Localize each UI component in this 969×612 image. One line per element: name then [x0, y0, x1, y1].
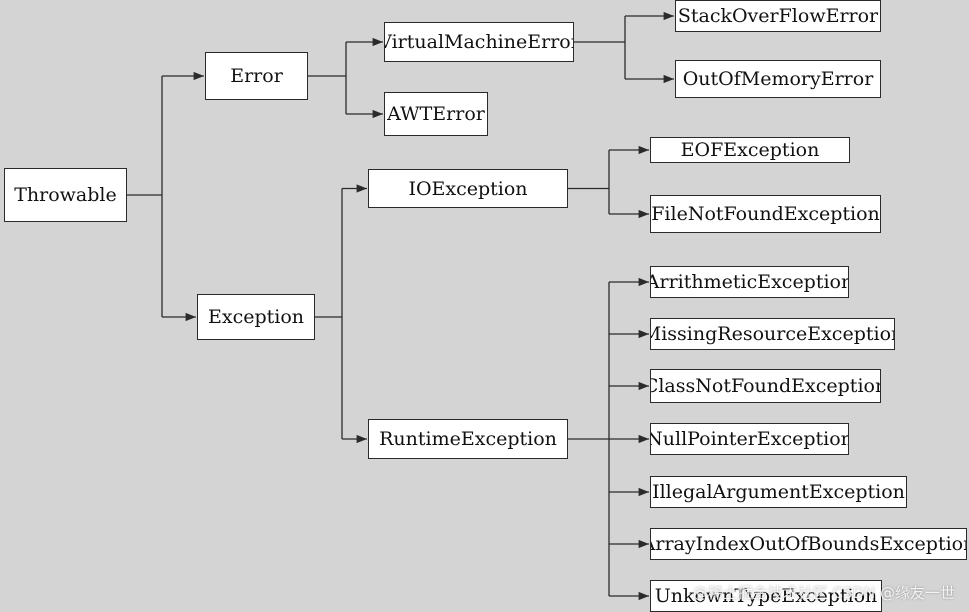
node-missing-resource-exception: MissingResourceException [650, 318, 895, 350]
node-label: RuntimeException [379, 428, 557, 450]
node-file-not-found-exception: FileNotFoundException [650, 195, 881, 233]
node-label: FileNotFoundException [651, 203, 880, 225]
node-label: MissingResourceException [650, 323, 895, 345]
node-virtual-machine-error: VirtualMachineError [384, 22, 574, 62]
node-null-pointer-exception: NullPointerException [650, 423, 849, 455]
node-label: Error [230, 65, 283, 87]
node-label: ArrayIndexOutOfBoundsException [650, 533, 967, 555]
node-label: OutOfMemoryError [682, 68, 874, 90]
node-label: AWTError [387, 103, 485, 125]
node-awt-error: AWTError [384, 92, 488, 136]
node-label: VirtualMachineError [384, 31, 574, 53]
node-illegal-argument-exception: IllegalArgumentException [650, 476, 907, 508]
node-stack-overflow-error: StackOverFlowError [675, 0, 881, 32]
node-eof-exception: EOFException [650, 137, 850, 163]
node-label: Throwable [14, 184, 117, 206]
node-label: IllegalArgumentException [652, 481, 905, 503]
node-throwable: Throwable [4, 168, 127, 222]
node-arithmetic-exception: ArrithmeticException [650, 266, 849, 298]
node-label: UnkownTypeException [654, 585, 878, 607]
node-label: StackOverFlowError [677, 5, 879, 27]
node-label: ArrithmeticException [650, 271, 849, 293]
node-exception: Exception [197, 294, 315, 340]
watermark: @稀土掘金技术社区 CSDN @缘友一世 [692, 584, 955, 602]
node-class-not-found-exception: ClassNotFoundException [650, 369, 881, 403]
node-label: NullPointerException [650, 428, 849, 450]
node-out-of-memory-error: OutOfMemoryError [675, 60, 881, 98]
node-io-exception: IOException [368, 169, 568, 208]
node-label: IOException [408, 177, 528, 200]
node-runtime-exception: RuntimeException [368, 419, 568, 459]
node-unkown-type-exception: UnkownTypeException [650, 580, 882, 612]
node-label: Exception [207, 306, 305, 328]
node-error: Error [205, 52, 308, 100]
node-array-index-out-of-bounds-exception: ArrayIndexOutOfBoundsException [650, 528, 967, 560]
node-label: ClassNotFoundException [650, 375, 881, 397]
node-label: EOFException [680, 139, 820, 161]
